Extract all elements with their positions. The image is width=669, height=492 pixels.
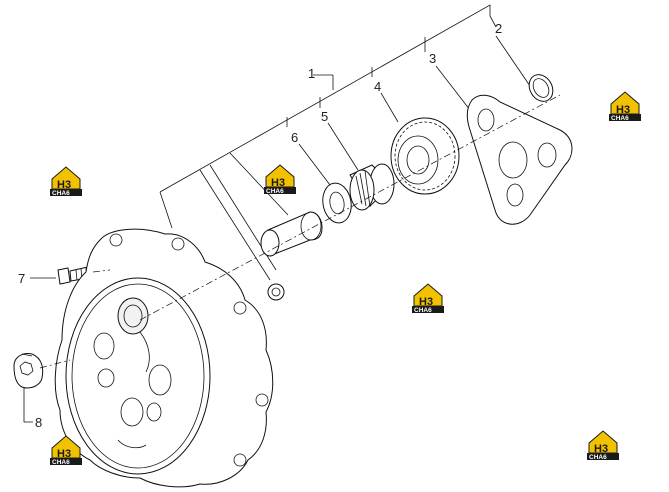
- triangular-plate: [466, 94, 573, 225]
- watermark-mark: H3: [419, 296, 433, 308]
- watermark-logo: H3 CHA6: [412, 283, 444, 314]
- planet-pin: [260, 211, 323, 257]
- small-plug: [267, 283, 285, 301]
- callout-2: 2: [495, 21, 502, 36]
- callout-5: 5: [321, 109, 328, 124]
- spur-gear: [390, 117, 460, 195]
- watermark-logo: H3 CHA6: [50, 166, 82, 197]
- watermark-logo: H3 CHA6: [264, 164, 296, 195]
- watermark-sub: CHA6: [52, 190, 70, 197]
- watermark-mark: H3: [271, 177, 285, 189]
- callout-7: 7: [18, 271, 25, 286]
- watermark-mark: H3: [594, 443, 608, 455]
- drain-plug: [13, 353, 44, 389]
- watermark-logo: H3 CHA6: [609, 91, 641, 122]
- watermark-sub: CHA6: [266, 188, 284, 195]
- watermark-logo: H3 CHA6: [587, 430, 619, 461]
- watermark-sub: CHA6: [589, 454, 607, 461]
- callout-6: 6: [291, 130, 298, 145]
- watermark-mark: H3: [57, 448, 71, 460]
- watermark-mark: H3: [616, 104, 630, 116]
- watermark-sub: CHA6: [611, 115, 629, 122]
- callout-8: 8: [35, 415, 42, 430]
- callout-3: 3: [429, 51, 436, 66]
- watermark-sub: CHA6: [52, 459, 70, 466]
- watermark-logo: H3 CHA6: [50, 435, 82, 466]
- snap-ring: [528, 74, 554, 102]
- callout-labels: 1 2 3 4 5 6 7 8: [18, 21, 502, 430]
- thrust-washer: [322, 182, 352, 224]
- axis-lines: [39, 94, 561, 369]
- watermark-sub: CHA6: [414, 307, 432, 314]
- callout-4: 4: [374, 79, 381, 94]
- planetary-housing: [54, 228, 274, 488]
- watermark-mark: H3: [57, 179, 71, 191]
- leader-lines: [23, 4, 531, 423]
- needle-bearing: [349, 163, 395, 211]
- callout-1: 1: [308, 66, 315, 81]
